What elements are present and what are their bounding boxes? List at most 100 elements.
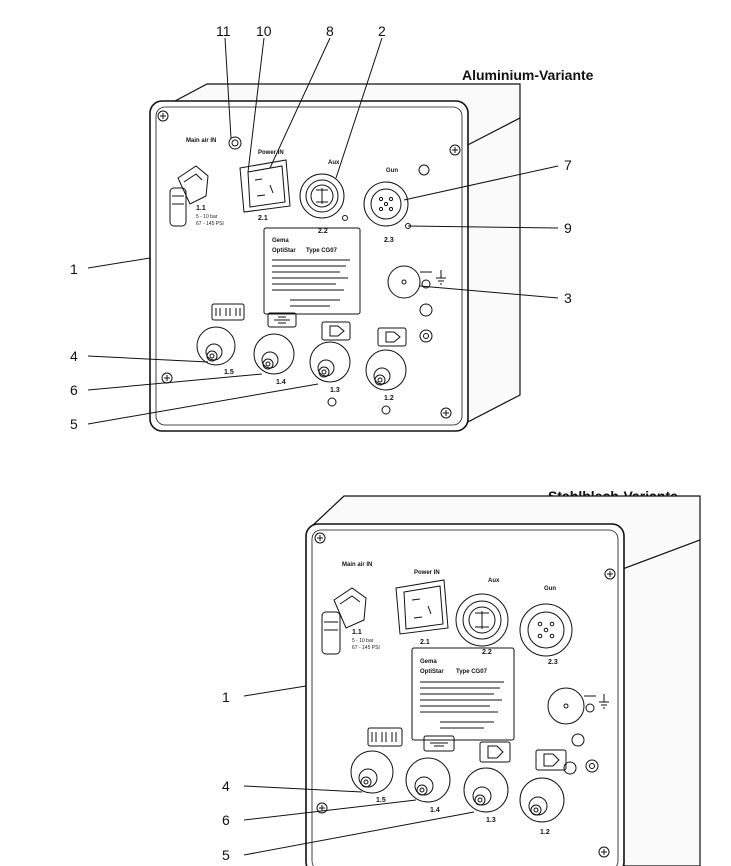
callout-6: 6 [222, 812, 230, 828]
electrode-air-icon [377, 327, 407, 347]
air-output-1-3 [463, 767, 509, 813]
housing-side [619, 539, 701, 866]
main-air-spec-psi: 67 - 145 PSI [352, 645, 380, 651]
supplementary-air-icon [267, 312, 297, 328]
callout-9: 9 [564, 220, 572, 236]
conveying-air-icon [367, 727, 403, 747]
front-panel [305, 523, 625, 866]
screw-icon [157, 110, 169, 122]
air-output-1-5 [350, 750, 394, 794]
gun-connector [519, 603, 573, 657]
port-1-3: 1.3 [330, 387, 340, 394]
rinsing-air-icon [479, 741, 511, 763]
callout-1: 1 [70, 261, 78, 277]
screw-icon [598, 846, 610, 858]
callout-3: 3 [564, 290, 572, 306]
screw-icon [314, 532, 326, 544]
main-air-spec-bar: 5 - 10 bar [196, 214, 218, 220]
screw-icon [316, 802, 328, 814]
label-power-in: Power IN [414, 570, 440, 576]
label-main-air-in: Main air IN [342, 562, 372, 568]
callout-1: 1 [222, 689, 230, 705]
ground-connector [547, 687, 609, 725]
screw-icon [440, 407, 452, 419]
label-aux: Aux [328, 160, 340, 166]
callout-6: 6 [70, 382, 78, 398]
supplementary-air-icon [423, 735, 455, 752]
corner-screws [157, 110, 461, 419]
port-2-3: 2.3 [548, 659, 558, 666]
port-1-2: 1.2 [384, 395, 394, 402]
main-air-spec-bar: 5 - 10 bar [352, 638, 374, 644]
type-nameplate: Gema OptiStar Type CG07 [411, 647, 515, 741]
front-panel-inner-edge [155, 106, 463, 426]
callout-4: 4 [70, 348, 78, 364]
port-1-4: 1.4 [276, 379, 286, 386]
aux-connector [455, 593, 509, 647]
port-1-5: 1.5 [376, 797, 386, 804]
label-gun: Gun [386, 168, 398, 174]
label-gun: Gun [544, 586, 556, 592]
mounting-hole [419, 329, 433, 343]
port-1-2: 1.2 [540, 829, 550, 836]
nameplate-type: Type CG07 [456, 669, 488, 675]
callout-5: 5 [70, 416, 78, 432]
screw-icon [449, 144, 461, 156]
aluminium-variant: Aluminium-Variante Main air IN 1.1 5 - 1… [70, 23, 594, 432]
port-2-1: 2.1 [258, 215, 268, 222]
nameplate-model: OptiStar [420, 669, 444, 675]
port-2-2: 2.2 [482, 649, 492, 656]
screw-icon [604, 568, 616, 580]
conveying-air-icon [211, 303, 245, 321]
main-air-spec-psi: 67 - 145 PSI [196, 221, 224, 227]
front-panel-inner-edge [311, 529, 619, 866]
vent-hole-11 [228, 136, 242, 150]
label-power-in: Power IN [258, 150, 284, 156]
mounting-hole [418, 164, 430, 176]
mounting-hole [327, 397, 337, 407]
variant-title: Aluminium-Variante [462, 67, 594, 83]
ground-connector [387, 265, 446, 299]
mounting-hole [381, 405, 391, 415]
callout-2: 2 [378, 23, 386, 39]
air-output-1-2 [519, 777, 565, 823]
callout-4: 4 [222, 778, 230, 794]
main-air-inlet-fitting [169, 165, 209, 227]
port-1-1: 1.1 [196, 205, 206, 212]
mounting-hole [571, 733, 585, 747]
nameplate-model: OptiStar [272, 248, 296, 254]
pictogram-icons [367, 727, 567, 771]
main-air-inlet-fitting [321, 587, 367, 655]
air-output-1-4 [405, 757, 451, 803]
air-output-1-4 [253, 333, 295, 375]
gun-connector [363, 181, 411, 229]
port-2-1: 2.1 [420, 639, 430, 646]
mounting-hole [585, 759, 599, 773]
nameplate-type: Type CG07 [306, 248, 338, 254]
callout-7: 7 [564, 157, 572, 173]
stahlblech-variant: Stahlblech-Variante Main air IN 1.1 5 - … [222, 488, 701, 866]
port-2-3: 2.3 [384, 237, 394, 244]
mounting-hole [419, 303, 433, 317]
label-main-air-in: Main air IN [186, 138, 216, 144]
port-1-4: 1.4 [430, 807, 440, 814]
air-output-1-2 [365, 349, 407, 391]
electrode-air-icon [535, 749, 567, 771]
callout-leaders [243, 685, 475, 856]
label-aux: Aux [488, 578, 500, 584]
power-in-connector [239, 159, 291, 213]
port-1-1: 1.1 [352, 629, 362, 636]
rinsing-air-icon [321, 321, 351, 341]
mounting-hole [563, 761, 577, 775]
callout-8: 8 [326, 23, 334, 39]
callout-11: 11 [216, 23, 231, 39]
aux-connector [299, 173, 348, 221]
port-2-2: 2.2 [318, 228, 328, 235]
callout-10: 10 [256, 23, 272, 39]
callout-leaders [87, 37, 559, 425]
corner-screws [314, 532, 616, 858]
air-output-1-5 [196, 326, 236, 366]
nameplate-brand: Gema [420, 659, 437, 665]
callout-5: 5 [222, 847, 230, 863]
